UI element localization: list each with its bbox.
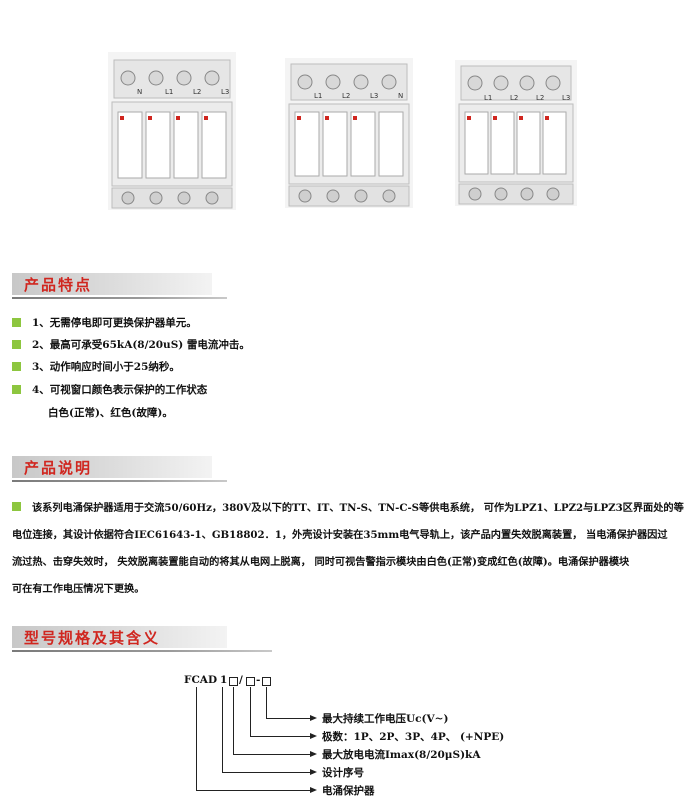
connector-horizontal [250, 736, 312, 737]
surge-protector-illustration: N L1 L2 L3 [108, 52, 236, 210]
connector-vertical [250, 687, 251, 736]
terminal-label: N [398, 92, 403, 100]
product-image-middle: L1 L2 L3 N [285, 58, 413, 208]
product-image-left: N L1 L2 L3 [108, 52, 236, 210]
arrow-icon [310, 715, 317, 721]
model-code-box-2 [246, 677, 255, 686]
feature-item-3: 3、动作响应时间小于25纳秒。 [32, 361, 180, 373]
header-bar [12, 626, 227, 648]
description-line-3: 流过热、击穿失效时， 失效脱离装置能自动的将其从电网上脱离， 同时可视告警指示模… [12, 556, 630, 568]
bullet-icon [12, 502, 21, 511]
model-title: 型号规格及其含义 [24, 629, 161, 647]
arrow-icon [310, 733, 317, 739]
terminal-label: L3 [370, 92, 378, 100]
surge-protector-illustration: L1 L2 L3 N [285, 58, 413, 208]
product-image-right: L1 L2 L2 L3 [455, 60, 577, 206]
connector-vertical [196, 687, 197, 790]
model-label-design-no: 设计序号 [322, 767, 364, 779]
model-code-prefix: FCAD [184, 674, 218, 686]
features-title: 产品特点 [24, 276, 93, 294]
feature-item-2: 2、最高可承受65kA(8/20uS) 雷电流冲击。 [32, 339, 250, 351]
model-code-box-1 [229, 677, 238, 686]
model-label-spd: 电涌保护器 [322, 785, 375, 797]
model-code-sep-1: / [239, 674, 243, 686]
arrow-icon [310, 787, 317, 793]
arrow-icon [310, 751, 317, 757]
model-label-imax: 最大放电电流Imax(8/20μS)kA [322, 749, 481, 761]
surge-protector-illustration: L1 L2 L2 L3 [455, 60, 577, 206]
connector-horizontal [266, 718, 312, 719]
description-line-2: 电位连接，其设计依据符合IEC61643-1、GB18802．1，外壳设计安装在… [12, 529, 668, 541]
header-underline [12, 480, 227, 482]
model-label-voltage: 最大持续工作电压Uc(V~) [322, 713, 449, 725]
connector-horizontal [222, 772, 312, 773]
header-underline [12, 650, 272, 652]
features-header: 产品特点 [12, 267, 227, 307]
connector-horizontal [233, 754, 312, 755]
description-line-1: 该系列电涌保护器适用于交流50/60Hz，380V及以下的TT、IT、TN-S、… [32, 502, 684, 514]
bullet-icon [12, 385, 21, 394]
description-header: 产品说明 [12, 450, 227, 490]
terminal-label: L2 [510, 94, 518, 102]
model-code-digit: 1 [220, 674, 228, 686]
feature-item-1: 1、无需停电即可更换保护器单元。 [32, 317, 197, 329]
connector-vertical [266, 687, 267, 718]
description-line-4: 可在有工作电压情况下更换。 [12, 583, 145, 595]
connector-horizontal [196, 790, 312, 791]
model-code-sep-2: - [256, 674, 261, 686]
terminal-label: L1 [484, 94, 492, 102]
terminal-label: L2 [342, 92, 350, 100]
connector-vertical [222, 687, 223, 772]
terminal-label: N [137, 88, 142, 96]
terminal-label: L3 [562, 94, 570, 102]
connector-vertical [233, 687, 234, 754]
feature-item-4: 4、可视窗口颜色表示保护的工作状态 [32, 384, 208, 396]
header-bar [12, 456, 212, 478]
model-label-poles: 极数：1P、2P、3P、4P、 (+NPE) [322, 731, 505, 743]
model-code-box-3 [262, 677, 271, 686]
header-underline [12, 297, 227, 299]
terminal-label: L3 [221, 88, 229, 96]
terminal-label: L2 [536, 94, 544, 102]
terminal-label: L1 [165, 88, 173, 96]
bullet-icon [12, 362, 21, 371]
terminal-label: L1 [314, 92, 322, 100]
terminal-label: L2 [193, 88, 201, 96]
description-title: 产品说明 [24, 459, 93, 477]
arrow-icon [310, 769, 317, 775]
bullet-icon [12, 318, 21, 327]
header-bar [12, 273, 212, 295]
bullet-icon [12, 340, 21, 349]
model-header: 型号规格及其含义 [12, 620, 272, 660]
feature-item-4-continued: 白色(正常)、红色(故障)。 [48, 407, 173, 419]
